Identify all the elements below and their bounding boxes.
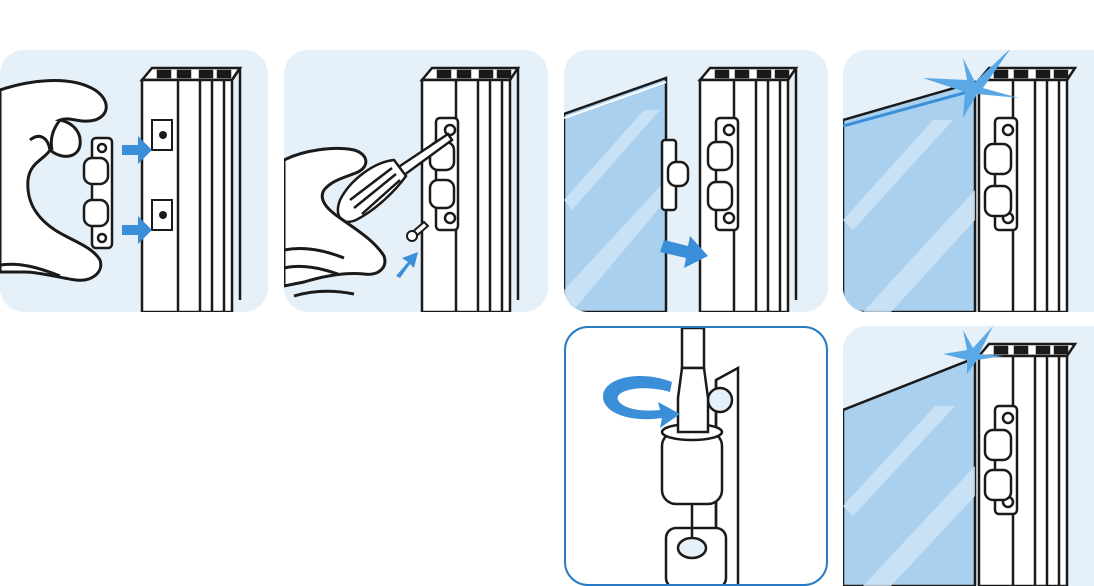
- screwdriver-icon: [678, 328, 708, 432]
- step-4-illustration: [843, 50, 1094, 312]
- step-6-illustration: [843, 326, 1094, 586]
- aluminium-profile: [142, 68, 240, 312]
- aluminium-profile: [979, 344, 1075, 586]
- glass-door-panel: [843, 82, 975, 312]
- step-1-illustration: [0, 50, 268, 312]
- step-2-illustration: [284, 50, 548, 312]
- arrow-icon: [396, 252, 418, 278]
- step-3-illustration: [564, 50, 828, 312]
- rotate-arrow-icon: [603, 376, 680, 428]
- step-6-panel: [843, 326, 1094, 586]
- glass-door-panel: [564, 78, 666, 312]
- step-1-panel: [0, 50, 268, 312]
- step-5-illustration: [566, 328, 828, 586]
- step-3-panel: [564, 50, 828, 312]
- step-4-panel: [843, 50, 1094, 312]
- hinge-part: [662, 140, 688, 210]
- hinge-part: [84, 138, 112, 248]
- step-2-panel: [284, 50, 548, 312]
- step-5-panel: [564, 326, 828, 586]
- glass-door-panel: [843, 358, 975, 586]
